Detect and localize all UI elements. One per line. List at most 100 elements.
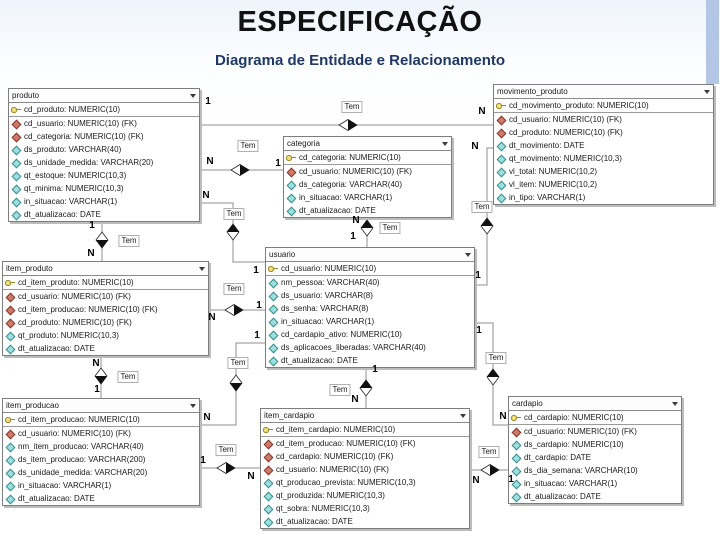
column-text: dt_cardapio: DATE — [524, 453, 591, 462]
collapse-arrow-icon[interactable] — [190, 93, 196, 98]
column-text: in_situacao: VARCHAR(1) — [24, 197, 118, 206]
column-row: qt_producao_prevista: NUMERIC(10,3) — [261, 476, 469, 489]
column-row: cd_usuario: NUMERIC(10) (FK) — [9, 117, 199, 130]
foreign-key-icon — [496, 128, 507, 137]
column-text: nm_pessoa: VARCHAR(40) — [281, 278, 380, 287]
cardinality-label: N — [499, 411, 507, 422]
column-icon — [263, 504, 274, 513]
column-icon — [5, 455, 16, 464]
entity-header-categoria[interactable]: categoria — [284, 137, 451, 151]
relationship-diamond-fill — [490, 464, 499, 476]
entity-name: item_cardapio — [264, 411, 315, 420]
collapse-arrow-icon[interactable] — [465, 252, 471, 257]
entity-cardapio[interactable]: cardapio cd_cardapio: NUMERIC(10) cd_usuar… — [508, 396, 682, 504]
collapse-arrow-icon[interactable] — [672, 401, 678, 406]
foreign-key-icon — [5, 318, 16, 327]
column-icon — [268, 304, 279, 313]
column-text: qt_sobra: NUMERIC(10,3) — [276, 504, 370, 513]
collapse-arrow-icon[interactable] — [190, 403, 196, 408]
column-text: ds_item_producao: VARCHAR(200) — [18, 455, 146, 464]
column-text: dt_atualizacao: DATE — [24, 210, 101, 219]
cardinality-label: N — [472, 475, 480, 486]
relationship-diamond-fill — [95, 376, 107, 384]
column-text: ds_unidade_medida: VARCHAR(20) — [18, 468, 148, 477]
column-text: cd_cardapio: NUMERIC(10) (FK) — [276, 452, 394, 461]
relationship-diamond-fill — [360, 380, 372, 388]
primary-key-icon — [511, 413, 522, 422]
primary-key-icon — [263, 425, 274, 434]
entity-item_cardapio[interactable]: item_cardapio cd_item_cardapio: NUMERIC(1… — [260, 408, 470, 529]
entity-name: cardapio — [512, 399, 543, 408]
column-text: cd_categoria: NUMERIC(10) (FK) — [24, 132, 144, 141]
column-text: in_situacao: VARCHAR(1) — [18, 481, 112, 490]
column-icon — [268, 343, 279, 352]
column-row: cd_cardapio: NUMERIC(10) — [509, 411, 681, 425]
column-text: ds_senha: VARCHAR(8) — [281, 304, 369, 313]
foreign-key-icon — [263, 439, 274, 448]
entity-header-item_cardapio[interactable]: item_cardapio — [261, 409, 469, 423]
column-icon — [268, 317, 279, 326]
relationship-diamond-fill — [348, 119, 357, 131]
collapse-arrow-icon[interactable] — [460, 413, 466, 418]
entity-header-cardapio[interactable]: cardapio — [509, 397, 681, 411]
cardinality-label: 1 — [372, 364, 378, 375]
column-row: cd_categoria: NUMERIC(10) (FK) — [9, 130, 199, 143]
column-row: ds_usuario: VARCHAR(8) — [266, 289, 474, 302]
relationship-label-item_produto-usuario: Tem — [223, 283, 245, 295]
column-icon — [286, 180, 297, 189]
column-text: dt_atualizacao: DATE — [18, 344, 95, 353]
column-text: cd_cardapio: NUMERIC(10) — [524, 413, 624, 422]
entity-header-movimento_produto[interactable]: movimento_produto — [494, 85, 713, 99]
relationship-diamond-fill — [240, 164, 249, 176]
column-text: cd_usuario: NUMERIC(10) (FK) — [524, 427, 637, 436]
column-text: nm_item_producao: VARCHAR(40) — [18, 442, 144, 451]
cardinality-label: N — [478, 106, 486, 117]
column-text: cd_item_produto: NUMERIC(10) — [18, 278, 134, 287]
page-subtitle: Diagrama de Entidade e Relacionamento — [214, 52, 506, 69]
column-row: cd_item_producao: NUMERIC(10) (FK) — [261, 437, 469, 450]
column-icon — [268, 330, 279, 339]
column-text: dt_movimento: DATE — [509, 141, 585, 150]
column-row: ds_aplicacoes_liberadas: VARCHAR(40) — [266, 341, 474, 354]
column-row: qt_movimento: NUMERIC(10,3) — [494, 152, 713, 165]
cardinality-label: N — [247, 471, 255, 482]
column-row: qt_estoque: NUMERIC(10,3) — [9, 169, 199, 182]
cardinality-label: N — [206, 156, 214, 167]
column-text: dt_atualizacao: DATE — [524, 492, 601, 501]
collapse-arrow-icon[interactable] — [704, 89, 710, 94]
column-row: dt_atualizacao: DATE — [284, 204, 451, 217]
column-row: ds_item_producao: VARCHAR(200) — [3, 453, 199, 466]
column-row: in_situacao: VARCHAR(1) — [266, 315, 474, 328]
column-text: cd_produto: NUMERIC(10) (FK) — [18, 318, 132, 327]
entity-header-usuario[interactable]: usuario — [266, 248, 474, 262]
relationship-diamond-fill — [226, 462, 235, 474]
column-row: ds_unidade_medida: VARCHAR(20) — [3, 466, 199, 479]
entity-header-item_produto[interactable]: item_produto — [3, 262, 208, 276]
column-icon — [5, 494, 16, 503]
collapse-arrow-icon[interactable] — [442, 141, 448, 146]
foreign-key-icon — [511, 427, 522, 436]
column-row: cd_usuario: NUMERIC(10) (FK) — [494, 113, 713, 126]
relationship-diamond-fill — [230, 383, 242, 391]
column-row: cd_item_cardapio: NUMERIC(10) — [261, 423, 469, 437]
foreign-key-icon — [5, 292, 16, 301]
entity-item_produto[interactable]: item_produto cd_item_produto: NUMERIC(10)… — [2, 261, 209, 356]
column-row: cd_categoria: NUMERIC(10) — [284, 151, 451, 165]
column-text: qt_producao_prevista: NUMERIC(10,3) — [276, 478, 416, 487]
column-icon — [511, 453, 522, 462]
entity-header-item_producao[interactable]: item_producao — [3, 399, 199, 413]
column-text: qt_minima: NUMERIC(10,3) — [24, 184, 124, 193]
column-icon — [268, 278, 279, 287]
primary-key-icon — [5, 415, 16, 424]
collapse-arrow-icon[interactable] — [199, 266, 205, 271]
column-text: ds_usuario: VARCHAR(8) — [281, 291, 373, 300]
page-title: ESPECIFICAÇÃO — [237, 6, 483, 38]
entity-header-produto[interactable]: produto — [9, 89, 199, 103]
column-text: qt_produto: NUMERIC(10,3) — [18, 331, 119, 340]
